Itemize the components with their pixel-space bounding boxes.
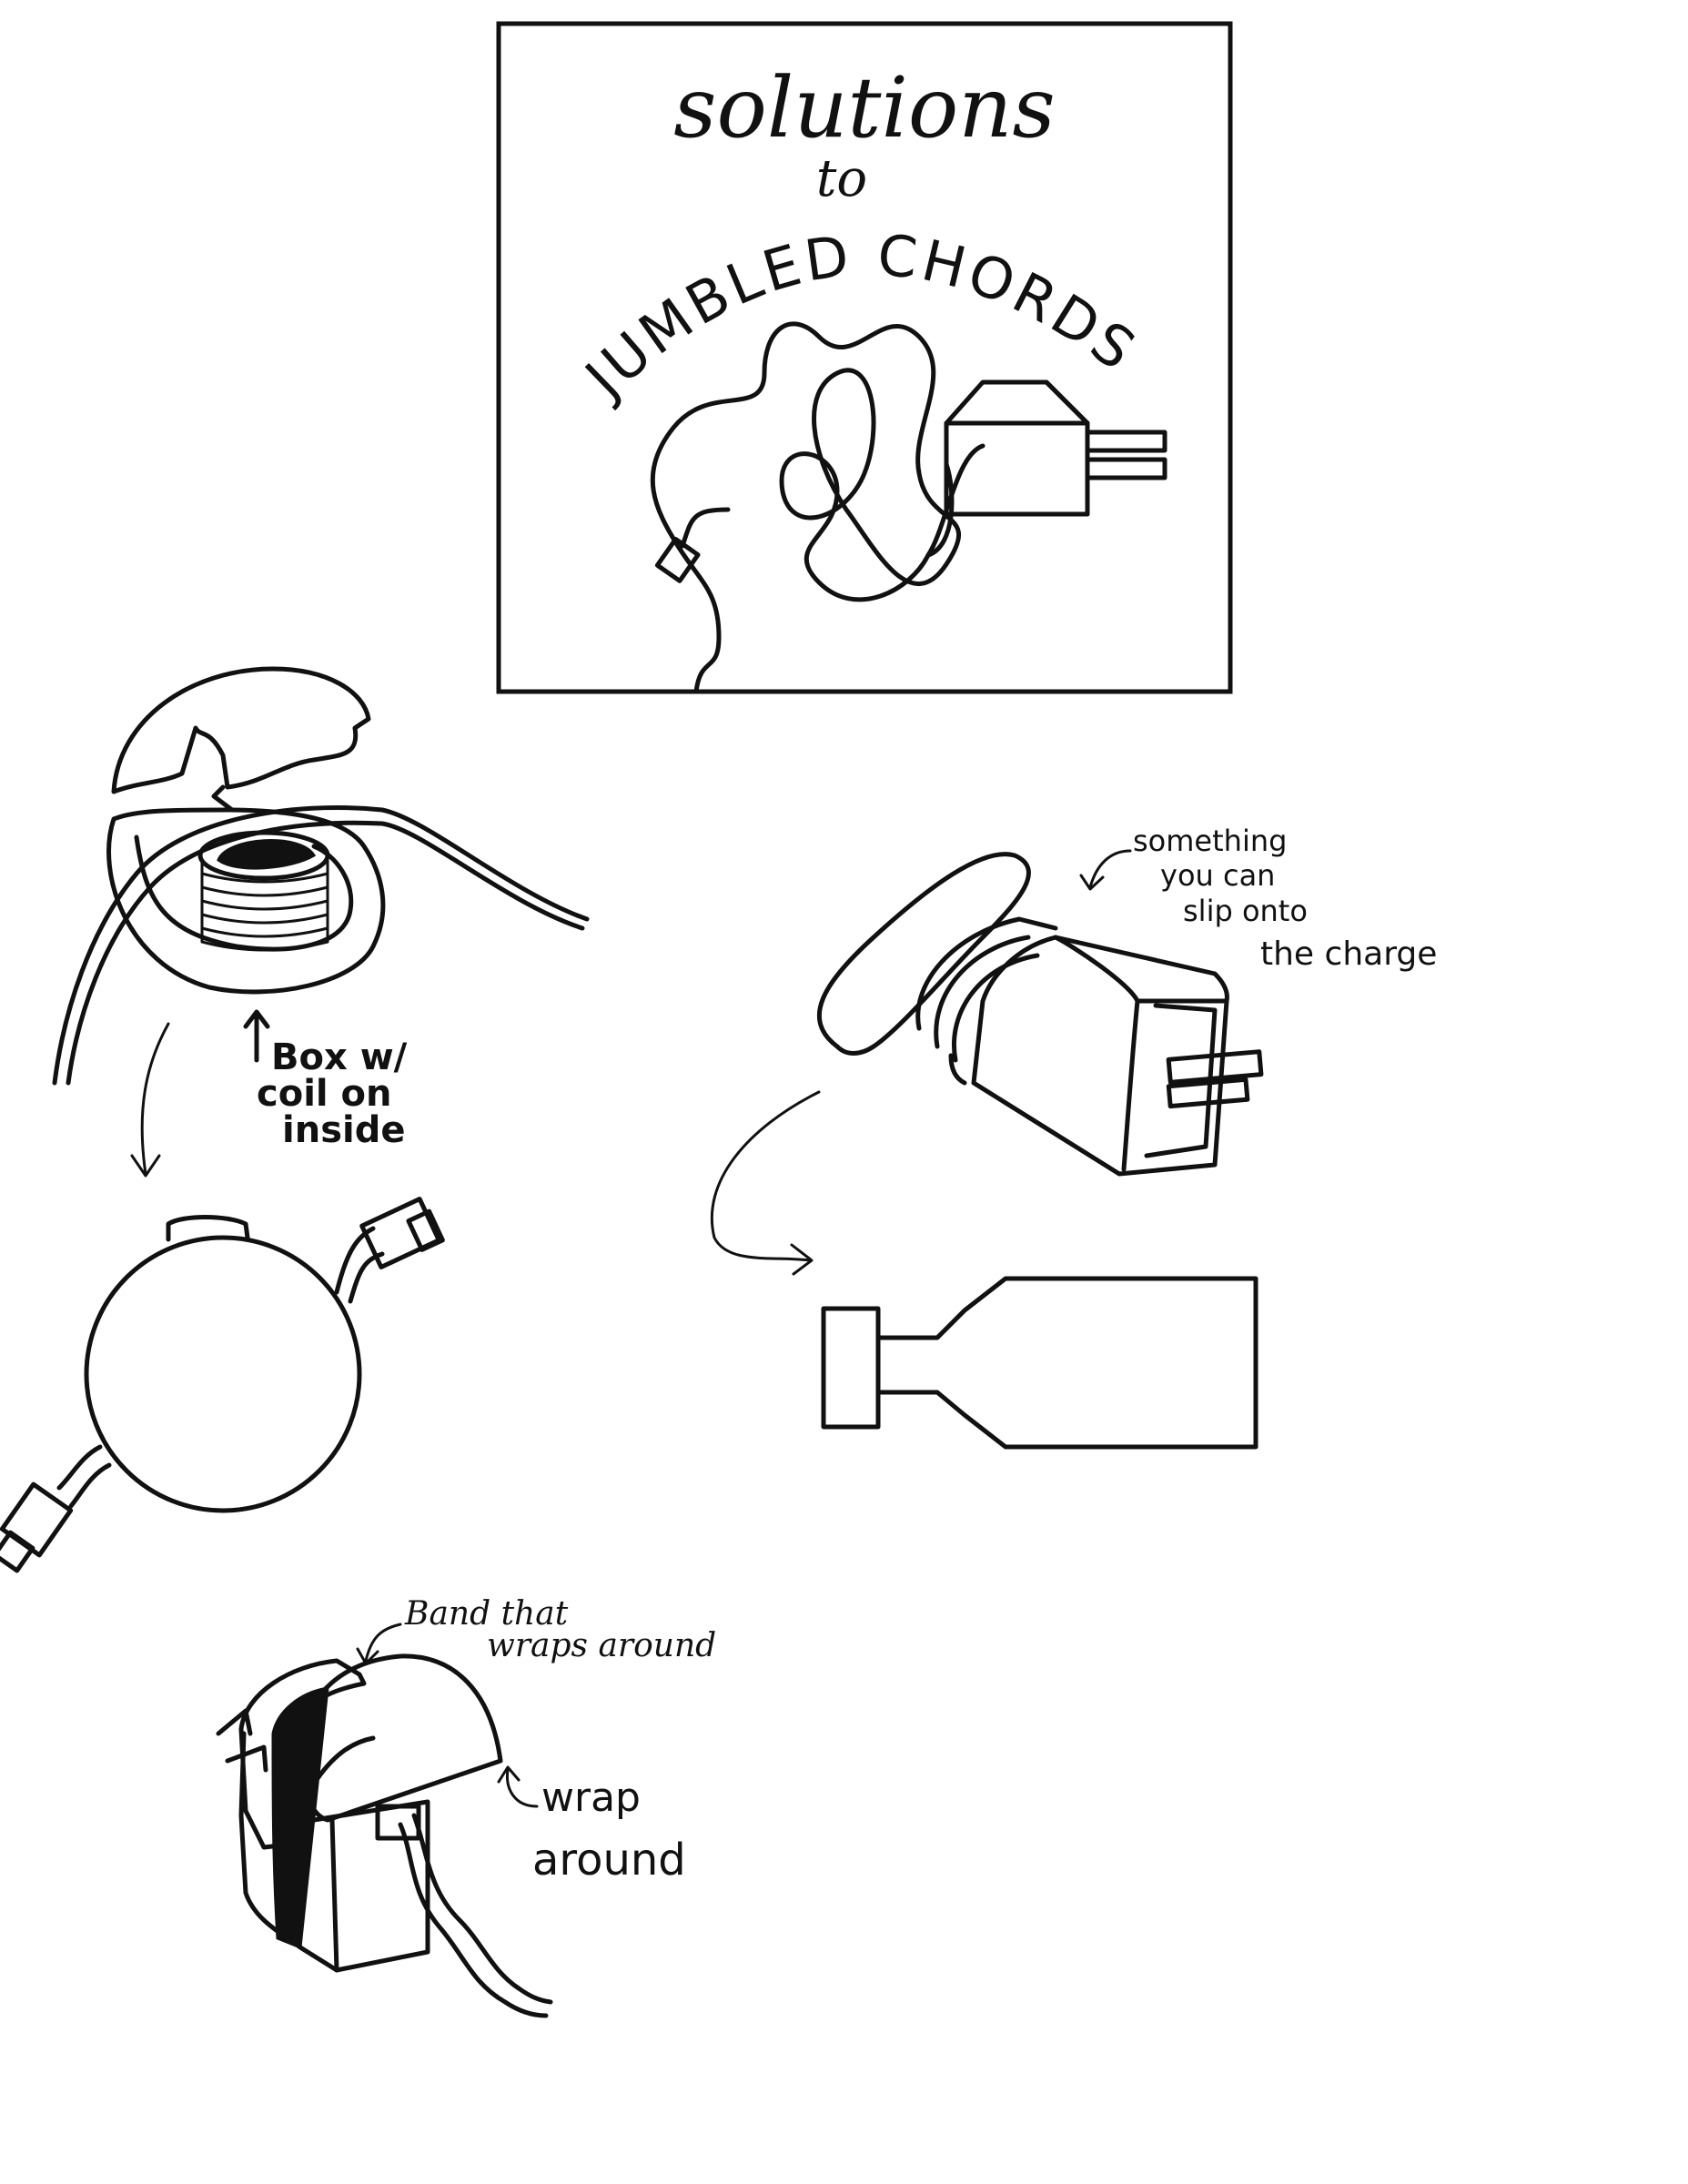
plug-top-icon: [359, 1197, 441, 1269]
plug-icon: [944, 379, 1167, 517]
wrap-cord: [398, 1822, 549, 2018]
charger-sleeve-sketch: something you can slip onto the charge: [710, 824, 1437, 1450]
title-frame: [496, 21, 1233, 694]
sleeve-label-arrow: [1079, 849, 1132, 891]
sleeve-label-4: the charge: [1260, 935, 1437, 973]
cord-out: [52, 805, 590, 1086]
title-panel: solutions to JUMBLED CHORDS: [496, 21, 1233, 694]
title-jumbled-chords: JUMBLED CHORDS: [571, 222, 1150, 413]
box-label-3: inside: [282, 1109, 405, 1151]
wrap-charger-sketch: Band that wraps around wrap around: [216, 1595, 716, 2018]
tangled-cord-icon: [650, 321, 986, 694]
coil-icon: [197, 830, 330, 952]
cap-dome: [298, 1653, 503, 1823]
band-dark: [271, 1686, 329, 1950]
sleeve-label-3: slip onto: [1183, 894, 1308, 928]
wrap-label-1: wrap: [541, 1774, 641, 1821]
sleeve-label-2: you can: [1160, 858, 1275, 893]
round-organizer-sketch: [0, 1197, 445, 1573]
curved-arrow: [710, 1090, 821, 1276]
charger-side-view: [821, 1276, 1258, 1450]
title-to: to: [816, 149, 867, 208]
cord-top: [334, 1226, 376, 1295]
box-base: [106, 807, 386, 995]
title-solutions: solutions: [673, 59, 1056, 157]
prong-1: [1166, 1049, 1264, 1085]
label-arrow: [243, 1009, 270, 1063]
wrap-label-arrow: [497, 1765, 539, 1808]
box-label-1: Box w/: [271, 1036, 408, 1078]
charger-side: [238, 1799, 430, 1973]
sleeve-loop: [816, 852, 1031, 1056]
band-label-1: Band that: [404, 1595, 569, 1633]
cord-organizer-sketch: Box w/ coil on inside: [52, 666, 590, 1178]
band-label-2: wraps around: [487, 1627, 716, 1664]
down-arrow: [130, 1022, 170, 1178]
wrap-label-2: around: [532, 1835, 686, 1886]
prong-2: [1166, 1077, 1250, 1109]
box-label-2: coil on: [257, 1073, 392, 1115]
cord-bottom: [56, 1444, 103, 1491]
box-lid: [111, 666, 371, 794]
sleeve-label-1: something: [1133, 824, 1287, 858]
plug-bottom-icon: [0, 1481, 74, 1558]
round-body: [84, 1235, 362, 1513]
